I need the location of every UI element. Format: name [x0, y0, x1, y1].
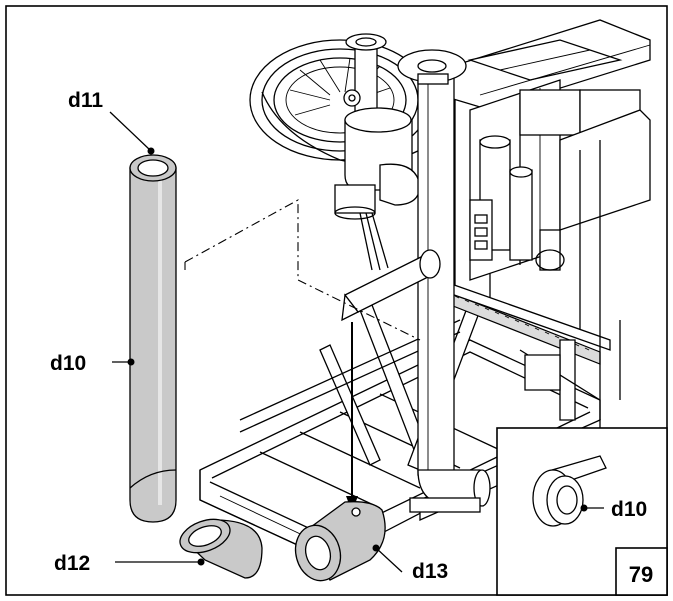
label-d12: d12	[54, 552, 90, 575]
label-d10-main: d10	[50, 352, 86, 375]
wheel-assembly	[249, 33, 431, 271]
figure-number: 79	[629, 562, 653, 587]
callout-d13: d13	[372, 544, 448, 583]
inset-ring-part	[532, 455, 607, 527]
center-chute	[341, 249, 441, 322]
figure-number-box	[615, 547, 668, 596]
label-d11: d11	[68, 89, 103, 112]
callout-d10-main: d10	[50, 352, 135, 375]
install-guide-lines	[184, 199, 421, 341]
sleeve-part-d12	[179, 518, 263, 579]
coupler-part-d13	[294, 501, 386, 582]
right-frame-structure	[439, 19, 651, 421]
label-d13: d13	[412, 560, 448, 583]
tube-part-d10	[129, 154, 177, 523]
callout-d11: d11	[68, 89, 155, 155]
callout-d12: d12	[54, 552, 205, 575]
label-d10-inset: d10	[611, 498, 647, 521]
machine-assembly	[199, 19, 651, 561]
inset-detail: d10 79	[496, 427, 668, 596]
